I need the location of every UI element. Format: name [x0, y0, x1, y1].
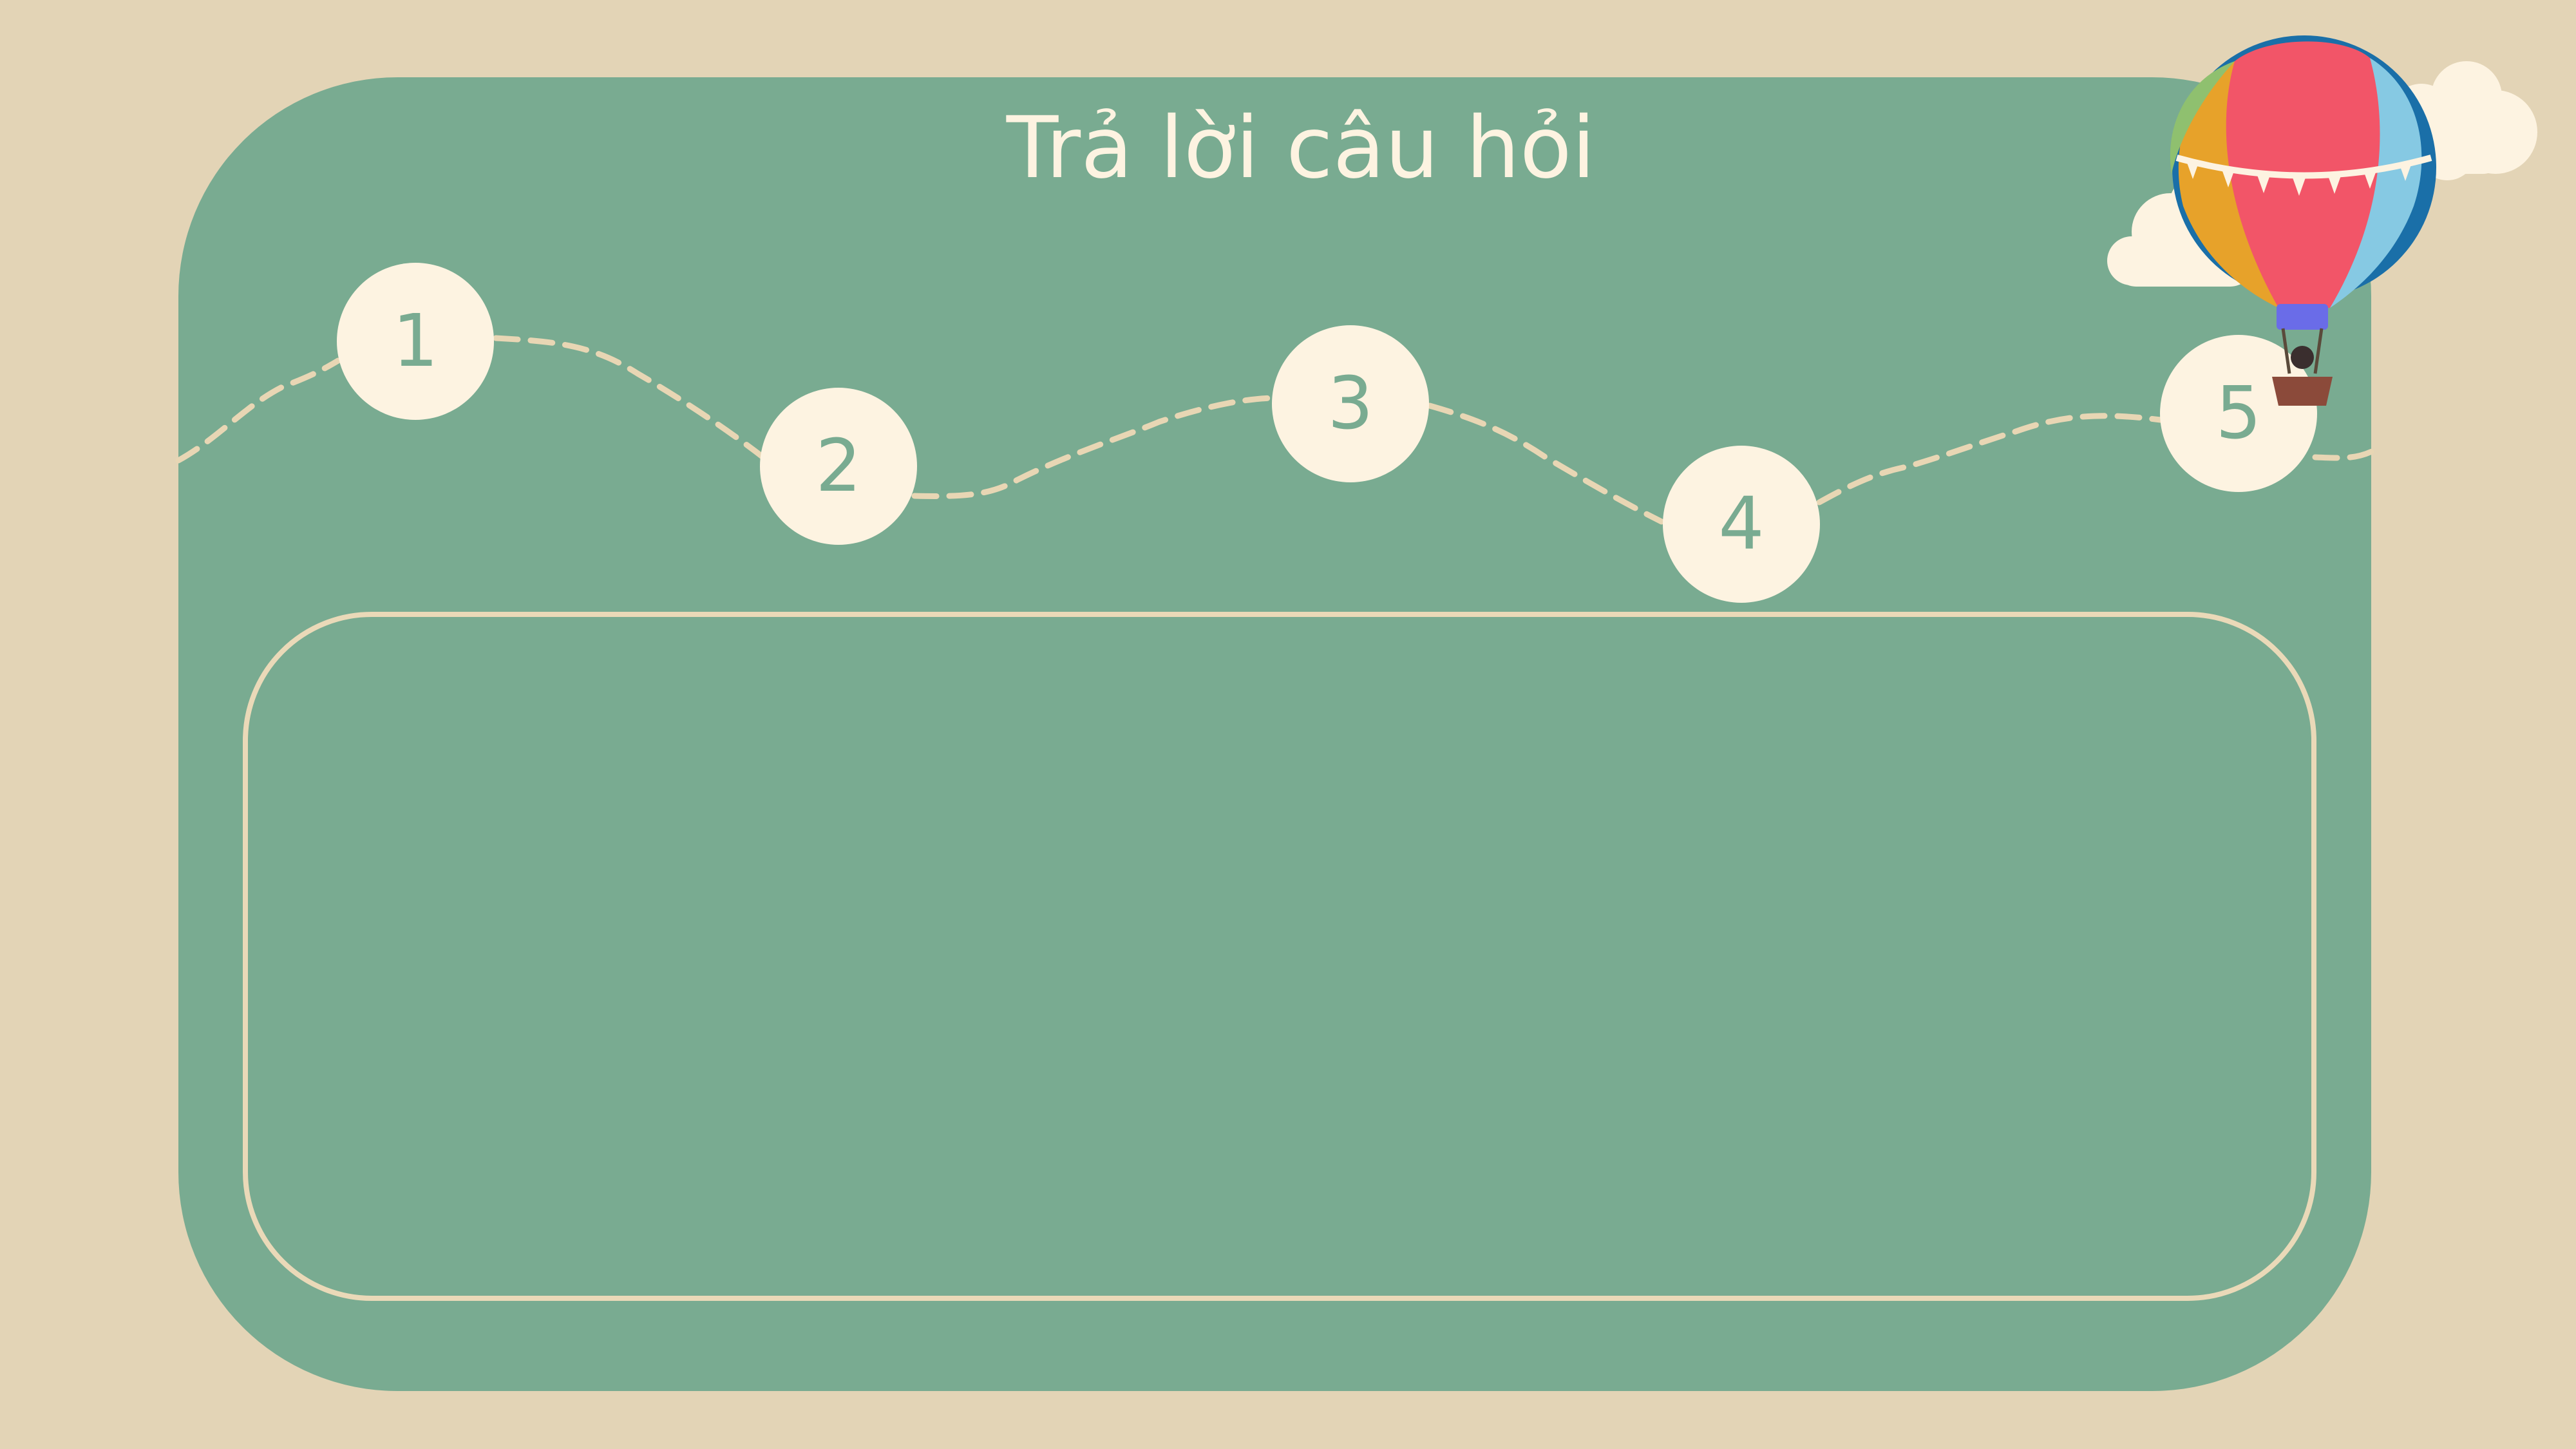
step-5-circle[interactable]: 5: [2160, 335, 2317, 492]
content-panel: [178, 77, 2371, 1391]
step-4-circle[interactable]: 4: [1663, 446, 1820, 603]
balloon-basket-icon: [2272, 304, 2333, 406]
answer-box[interactable]: [243, 612, 2316, 1301]
balloon-envelope-icon: [2170, 35, 2436, 308]
step-1-circle[interactable]: 1: [337, 263, 494, 420]
slide-title: Trả lời câu hỏi: [1006, 99, 1596, 198]
step-2-circle[interactable]: 2: [760, 388, 917, 545]
step-3-circle[interactable]: 3: [1272, 325, 1429, 482]
